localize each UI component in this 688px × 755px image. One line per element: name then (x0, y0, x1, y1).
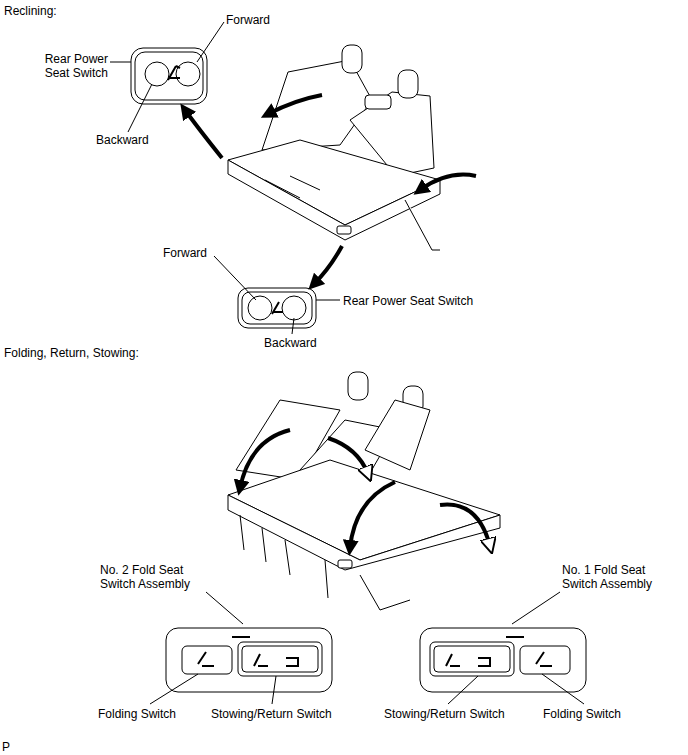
leader-line (150, 674, 198, 704)
seat-lower (365, 400, 430, 470)
fold-switch-no2 (166, 628, 332, 692)
seat-upper (398, 70, 418, 98)
bottom-switch (238, 288, 316, 328)
fold-switch-no1 (506, 636, 524, 638)
fold-switch-no1 (434, 646, 510, 672)
motion-arrow (420, 175, 476, 190)
seat-lower (228, 460, 500, 560)
seat-lower (240, 515, 410, 610)
part-label: Folding Switch (98, 707, 176, 721)
bottom-switch (282, 296, 306, 320)
motion-arrow (328, 438, 368, 474)
motion-arrow (350, 482, 395, 548)
figure-code: P (2, 740, 10, 754)
motion-arrow (185, 110, 222, 158)
top-switch (168, 66, 180, 80)
leader-line (110, 62, 131, 63)
fold-switch-no2 (232, 636, 250, 638)
motion-arrow (440, 505, 490, 546)
leader-line (542, 674, 584, 704)
motion-arrow (240, 430, 490, 548)
seat-lower (228, 372, 500, 610)
fold-switch-no2 (254, 654, 298, 666)
fold-switch-no1 (430, 642, 514, 676)
bottom-switch (272, 302, 283, 314)
fold-switch-no1 (520, 646, 570, 674)
seat-upper (290, 176, 320, 190)
top-switch (176, 62, 200, 86)
section-heading: Folding, Return, Stowing: (4, 346, 139, 360)
part-label: Rear Power Seat Switch (343, 294, 473, 308)
leader-line (512, 592, 560, 624)
leader-line (128, 84, 152, 132)
top-switch (131, 48, 207, 104)
seat-lower (338, 560, 352, 568)
bottom-switch (248, 296, 272, 320)
seat-lower (348, 372, 368, 400)
seat-upper (342, 45, 362, 73)
fold-switch-no2 (166, 628, 332, 692)
fold-switch-no1 (420, 628, 586, 692)
leader-line (448, 676, 478, 704)
leader-line (206, 592, 243, 624)
leader-line (197, 22, 224, 62)
seat-upper (337, 226, 351, 234)
seat-upper (228, 45, 440, 250)
motion-arrow (314, 246, 342, 284)
fold-switch-no1 (420, 628, 586, 692)
motion-arrow (240, 430, 290, 488)
fold-switch-no2 (238, 642, 322, 676)
part-label: Forward (163, 246, 207, 260)
part-label: No. 2 Fold Seat Switch Assembly (100, 563, 204, 591)
part-label: Backward (264, 336, 317, 350)
seat-upper (262, 60, 372, 150)
fold-switch-no2 (182, 646, 232, 674)
leader-line (214, 256, 256, 300)
section-heading: Reclining: (4, 4, 57, 18)
bottom-switch (242, 292, 312, 324)
fold-switch-no1 (446, 654, 490, 666)
top-switch (131, 48, 207, 104)
leader-line (316, 300, 340, 301)
part-label: Forward (226, 13, 270, 27)
motion-arrow (268, 95, 322, 114)
bottom-switch (238, 288, 316, 328)
fold-switch-no2 (242, 646, 318, 672)
leader-line (110, 22, 584, 704)
fold-switch-no2 (198, 652, 214, 666)
part-label: Stowing/Return Switch (211, 707, 332, 721)
top-switch (145, 62, 169, 86)
seat-upper (365, 95, 391, 109)
seat-upper (265, 180, 300, 198)
top-switch (135, 52, 203, 100)
part-label: Stowing/Return Switch (384, 707, 505, 721)
fold-switch-no1 (536, 652, 552, 666)
seat-upper (405, 200, 440, 250)
motion-arrow (185, 95, 476, 284)
seat-upper (228, 160, 440, 240)
leader-line (272, 676, 276, 704)
part-label: Backward (96, 133, 149, 147)
part-label: Rear Power Seat Switch (30, 52, 108, 80)
part-label: No. 1 Fold Seat Switch Assembly (562, 563, 668, 591)
part-label: Folding Switch (543, 707, 621, 721)
